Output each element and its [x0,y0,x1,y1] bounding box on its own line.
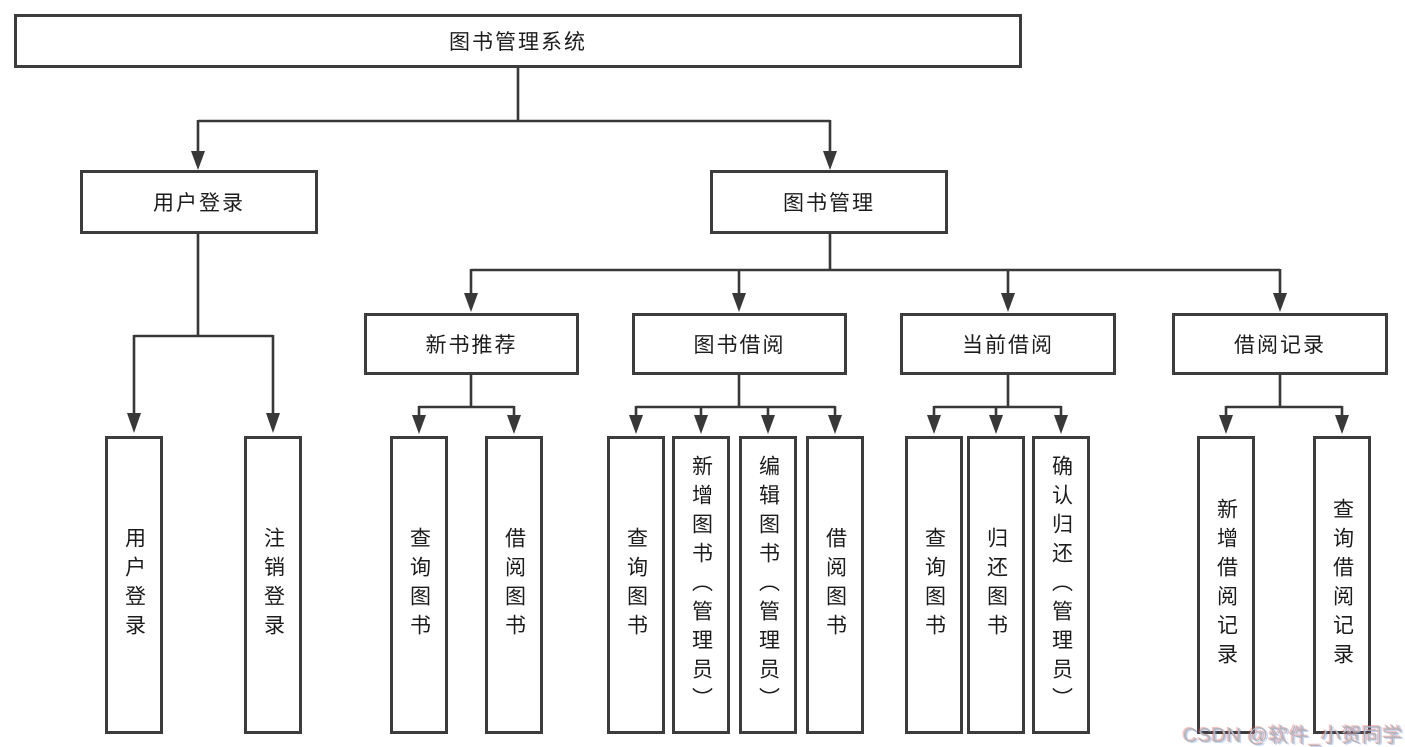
arrow-down-icon [1335,415,1349,434]
leaf-add-borrow-record: 新增借阅记录 [1197,436,1255,734]
arrow-down-icon [732,293,746,312]
arrow-down-icon [694,415,708,434]
connector-root [191,68,837,170]
node-label: 查询图书 [922,527,946,643]
connector-borrow-records [1219,375,1349,434]
connector-book-borrow [629,375,842,434]
leaf-edit-books-admin: 编辑图书（管理员） [739,436,797,734]
node-current-borrow: 当前借阅 [900,313,1116,375]
node-label: 图书借阅 [693,334,786,357]
leaf-borrow-books: 借阅图书 [806,436,864,734]
arrow-down-icon [266,413,280,433]
arrow-down-icon [1273,293,1287,312]
csdn-watermark: CSDN @软件_小贺同学 [1183,725,1404,747]
leaf-query-borrow-record: 查询借阅记录 [1313,436,1371,734]
node-label: 编辑图书（管理员） [756,454,780,716]
node-label: 新书推荐 [425,334,518,357]
arrow-down-icon [823,151,837,170]
node-user-login: 用户登录 [80,170,318,234]
node-label: 新增借阅记录 [1214,498,1238,672]
node-label: 借阅图书 [823,527,847,643]
arrow-down-icon [127,413,141,433]
arrow-down-icon [412,415,426,434]
arrow-down-icon [1219,415,1233,434]
arrow-down-icon [1001,293,1015,312]
node-label: 新增图书（管理员） [689,454,713,716]
node-label: 用户登录 [153,192,245,215]
leaf-query-books-borrow: 查询图书 [607,436,665,734]
leaf-logout: 注销登录 [244,436,302,734]
node-library-management-system: 图书管理系统 [14,14,1022,68]
node-label: 归还图书 [984,527,1008,643]
arrow-down-icon [989,415,1003,434]
leaf-borrow-books-recommend: 借阅图书 [485,436,543,734]
node-label: 确认归还（管理员） [1049,454,1073,716]
node-label: 查询图书 [407,527,431,643]
connector-current-borrow [927,375,1068,434]
node-book-management: 图书管理 [710,170,948,234]
node-borrow-records: 借阅记录 [1172,313,1388,375]
connector-book-management [464,234,1287,312]
node-label: 借阅记录 [1234,334,1326,357]
leaf-query-books-current: 查询图书 [905,436,963,734]
leaf-add-books-admin: 新增图书（管理员） [672,436,730,734]
leaf-query-books-recommend: 查询图书 [390,436,448,734]
node-label: 当前借阅 [962,334,1054,357]
leaf-return-books: 归还图书 [967,436,1025,734]
node-label: 图书管理系统 [449,31,587,54]
node-label: 用户登录 [122,527,146,643]
node-label: 借阅图书 [502,527,526,643]
connector-new-book-recommend [412,375,521,434]
arrow-down-icon [507,415,521,434]
arrow-down-icon [191,151,205,170]
node-book-borrow: 图书借阅 [632,313,847,375]
arrow-down-icon [1054,415,1068,434]
arrow-down-icon [927,415,941,434]
connector-user-login [127,234,280,433]
node-label: 图书管理 [783,192,875,215]
leaf-user-login: 用户登录 [105,436,163,734]
node-label: 查询借阅记录 [1330,498,1354,672]
arrow-down-icon [761,415,775,434]
arrow-down-icon [464,293,478,312]
node-label: 注销登录 [261,527,285,643]
node-label: 查询图书 [624,527,648,643]
arrow-down-icon [828,415,842,434]
node-new-book-recommend: 新书推荐 [364,313,579,375]
leaf-confirm-return-admin: 确认归还（管理员） [1032,436,1090,734]
arrow-down-icon [629,415,643,434]
